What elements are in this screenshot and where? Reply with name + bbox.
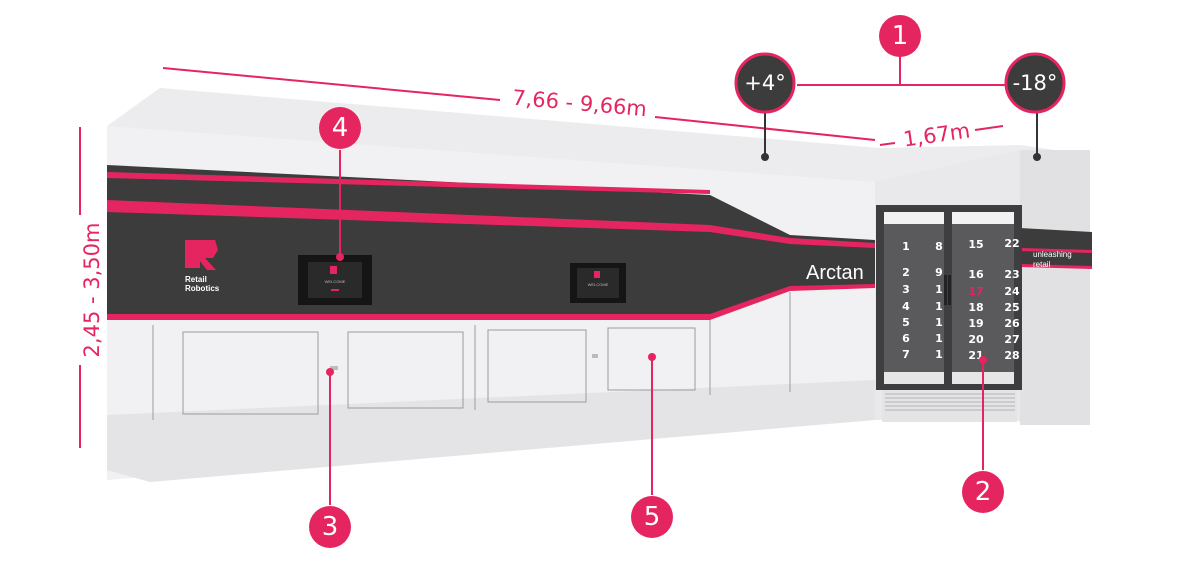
svg-text:19: 19 — [968, 317, 983, 330]
plinth — [107, 380, 875, 482]
svg-text:1: 1 — [935, 300, 943, 313]
side-frieze-stripe-bottom — [1020, 264, 1092, 269]
svg-text:27: 27 — [1004, 333, 1019, 346]
svg-text:1: 1 — [902, 240, 910, 253]
slogan-line2: retail — [1033, 260, 1051, 269]
svg-text:8: 8 — [935, 240, 943, 253]
frieze-upper-stripe — [107, 172, 710, 194]
cabinet-handle — [330, 366, 338, 370]
screen-welcome-text: WELCOME — [588, 282, 609, 287]
svg-text:17: 17 — [968, 285, 983, 298]
svg-text:20: 20 — [968, 333, 984, 346]
svg-text:23: 23 — [1004, 268, 1019, 281]
marker-5: 5 — [631, 496, 673, 538]
svg-text:2: 2 — [975, 477, 992, 507]
svg-text:-18°: -18° — [1013, 71, 1058, 95]
svg-text:6: 6 — [902, 332, 910, 345]
side-frieze-stripe — [1020, 248, 1092, 253]
screen-logo-icon — [330, 266, 337, 274]
svg-text:25: 25 — [1004, 301, 1019, 314]
svg-text:1: 1 — [892, 21, 909, 51]
kiosk-screen-right[interactable]: WELCOME — [570, 263, 626, 303]
marker-3: 3 — [309, 506, 351, 548]
freezer-unit: 1 2 3 4 5 6 7 8 9 1 1 1 1 1 15 16 17 18 … — [876, 205, 1022, 422]
svg-text:1: 1 — [935, 332, 943, 345]
cabinet-handle — [592, 354, 598, 358]
product-name: Arctan — [806, 262, 864, 284]
svg-text:3: 3 — [902, 283, 910, 296]
leader-lines — [329, 110, 1038, 505]
svg-text:26: 26 — [1004, 317, 1020, 330]
side-pillar — [1020, 150, 1090, 425]
svg-text:1: 1 — [935, 283, 943, 296]
marker-1: 1 — [879, 15, 921, 57]
retail-robotics-logo: Retail Robotics — [185, 240, 220, 293]
svg-text:16: 16 — [968, 268, 984, 281]
svg-text:22: 22 — [1004, 237, 1019, 250]
screen-logo-icon — [594, 271, 600, 278]
freezer-handle[interactable] — [948, 275, 951, 305]
svg-text:24: 24 — [1004, 285, 1020, 298]
svg-text:7: 7 — [902, 348, 910, 361]
svg-text:5: 5 — [902, 316, 910, 329]
marker-4: 4 — [319, 107, 361, 149]
freezer-compartment-numbers: 1 2 3 4 5 6 7 8 9 1 1 1 1 1 15 16 17 18 … — [902, 237, 1020, 362]
logo-text-retail: Retail — [185, 275, 207, 284]
svg-text:18: 18 — [968, 301, 983, 314]
logo-text-robotics: Robotics — [185, 284, 220, 293]
svg-text:1: 1 — [935, 316, 943, 329]
side-frieze — [1020, 228, 1092, 268]
svg-text:4: 4 — [332, 113, 349, 143]
svg-text:3: 3 — [322, 512, 339, 542]
svg-text:5: 5 — [644, 502, 661, 532]
frieze-bottom-stripe — [107, 284, 875, 320]
slogan-line1: unleashing — [1033, 250, 1072, 259]
height-dimension: 2,45 - 3,50m — [80, 223, 104, 358]
svg-text:1: 1 — [935, 348, 943, 361]
svg-text:15: 15 — [968, 238, 983, 251]
length-dimension: 7,66 - 9,66m — [511, 86, 647, 122]
svg-text:4: 4 — [902, 300, 910, 313]
frozen-temperature-badge: -18° — [1004, 52, 1066, 114]
screen-welcome-text: WELCOME — [325, 279, 346, 284]
ambient-temperature-badge: +4° — [734, 52, 796, 114]
marker-2: 2 — [962, 471, 1004, 513]
freezer-vent — [885, 393, 1015, 411]
svg-text:+4°: +4° — [744, 71, 785, 95]
svg-text:9: 9 — [935, 266, 943, 279]
cabinet-doors — [152, 292, 791, 420]
svg-text:2: 2 — [902, 266, 910, 279]
kiosk-screen-left[interactable]: WELCOME — [298, 255, 372, 305]
frieze-top-stripe — [107, 200, 875, 248]
freezer-handle[interactable] — [944, 275, 947, 305]
svg-text:28: 28 — [1004, 349, 1019, 362]
